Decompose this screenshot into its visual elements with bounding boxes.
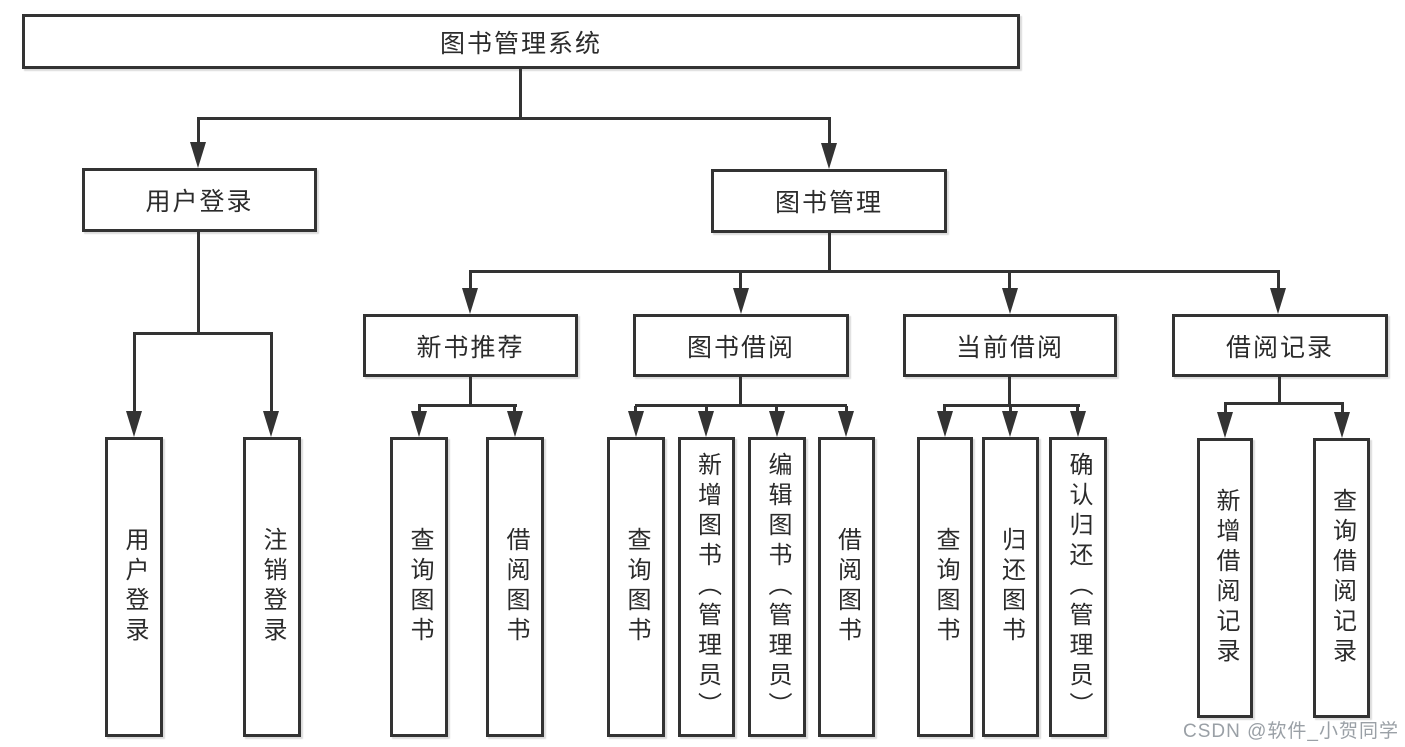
connector-segment [469, 272, 472, 290]
connector-segment [705, 406, 708, 413]
arrow-down-icon [1002, 288, 1018, 314]
leaf-label: 查询图书 [406, 527, 433, 647]
arrow-down-icon [733, 288, 749, 314]
node-new-book-recommend: 新书推荐 [363, 314, 578, 377]
arrow-down-icon [507, 411, 523, 437]
leaf-label: 查询图书 [623, 527, 650, 647]
node-borrow-record-label: 借阅记录 [1225, 333, 1334, 362]
connector-segment [943, 404, 1080, 407]
arrow-down-icon [1334, 412, 1350, 438]
connector-segment [1008, 377, 1011, 407]
node-borrow-record: 借阅记录 [1172, 314, 1388, 377]
leaf-label: 编辑图书（管理员） [764, 452, 791, 722]
node-user-login-label: 用户登录 [145, 188, 254, 216]
connector-segment [1278, 377, 1281, 405]
connector-segment [1277, 272, 1280, 290]
leaf-label: 借阅图书 [833, 527, 861, 647]
leaf-label: 归还图书 [997, 527, 1025, 647]
node-book-borrow-label: 图书借阅 [686, 333, 795, 362]
node-leaf-query-books-newbook: 查询图书 [390, 437, 448, 737]
node-new-book-recommend-label: 新书推荐 [416, 333, 525, 362]
node-leaf-add-borrow-record: 新增借阅记录 [1197, 438, 1253, 718]
node-leaf-confirm-return-admin: 确认归还（管理员） [1049, 437, 1107, 737]
leaf-label: 新增借阅记录 [1212, 488, 1239, 668]
node-leaf-logout: 注销登录 [243, 437, 301, 737]
connector-segment [197, 117, 831, 120]
node-current-borrow: 当前借阅 [903, 314, 1117, 377]
connector-segment [635, 404, 847, 407]
leaf-label: 借阅图书 [502, 527, 529, 647]
connector-segment [1224, 402, 1344, 405]
csdn-watermark: CSDN @软件_小贺同学 [1183, 721, 1399, 742]
connector-segment [1008, 272, 1011, 290]
arrow-down-icon [769, 411, 785, 437]
node-book-management: 图书管理 [711, 169, 947, 233]
connector-segment [1076, 406, 1079, 413]
connector-segment [133, 332, 273, 335]
node-book-management-label: 图书管理 [774, 189, 883, 217]
connector-segment [828, 233, 831, 272]
arrow-down-icon [698, 411, 714, 437]
node-leaf-return-books: 归还图书 [982, 437, 1039, 737]
arrow-down-icon [628, 411, 644, 437]
connector-segment [634, 406, 637, 413]
connector-segment [739, 377, 742, 407]
node-user-login: 用户登录 [82, 168, 317, 232]
connector-segment [133, 334, 136, 412]
connector-segment [469, 270, 1280, 273]
connector-segment [1009, 406, 1012, 413]
node-root-system: 图书管理系统 [22, 14, 1020, 69]
connector-segment [1224, 404, 1227, 414]
connector-segment [513, 406, 516, 413]
connector-segment [270, 334, 273, 412]
node-leaf-add-books-admin: 新增图书（管理员） [678, 437, 735, 737]
arrow-down-icon [838, 411, 854, 437]
node-leaf-user-login: 用户登录 [105, 437, 163, 737]
arrow-down-icon [1270, 288, 1286, 314]
leaf-label: 新增图书（管理员） [693, 452, 721, 722]
arrow-down-icon [1217, 412, 1233, 438]
node-current-borrow-label: 当前借阅 [955, 333, 1064, 362]
node-leaf-query-books-borrow: 查询图书 [607, 437, 665, 737]
node-leaf-query-books-current: 查询图书 [917, 437, 973, 737]
connector-segment [418, 404, 517, 407]
arrow-down-icon [190, 142, 206, 168]
arrow-down-icon [821, 143, 837, 169]
leaf-label: 查询图书 [932, 527, 959, 647]
connector-segment [739, 272, 742, 290]
arrow-down-icon [263, 411, 279, 437]
connector-segment [1341, 404, 1344, 414]
node-leaf-borrow-books-newbook: 借阅图书 [486, 437, 544, 737]
node-root-label: 图书管理系统 [439, 29, 602, 58]
connector-segment [197, 232, 200, 335]
connector-segment [418, 406, 421, 413]
leaf-label: 确认归还（管理员） [1065, 452, 1092, 722]
connector-segment [469, 377, 472, 407]
node-book-borrow: 图书借阅 [633, 314, 849, 377]
connector-segment [845, 406, 848, 413]
connector-segment [519, 69, 522, 118]
node-leaf-edit-books-admin: 编辑图书（管理员） [748, 437, 806, 737]
node-leaf-query-borrow-record: 查询借阅记录 [1313, 438, 1370, 718]
connector-segment [775, 406, 778, 413]
connector-segment [943, 406, 946, 413]
leaf-label: 注销登录 [259, 527, 286, 647]
arrow-down-icon [462, 288, 478, 314]
leaf-label: 查询借阅记录 [1328, 488, 1356, 668]
arrow-down-icon [126, 411, 142, 437]
connector-segment [828, 119, 831, 145]
arrow-down-icon [411, 411, 427, 437]
leaf-label: 用户登录 [121, 527, 148, 647]
arrow-down-icon [937, 411, 953, 437]
node-leaf-borrow-books: 借阅图书 [818, 437, 875, 737]
connector-segment [197, 119, 200, 145]
arrow-down-icon [1002, 411, 1018, 437]
arrow-down-icon [1070, 411, 1086, 437]
